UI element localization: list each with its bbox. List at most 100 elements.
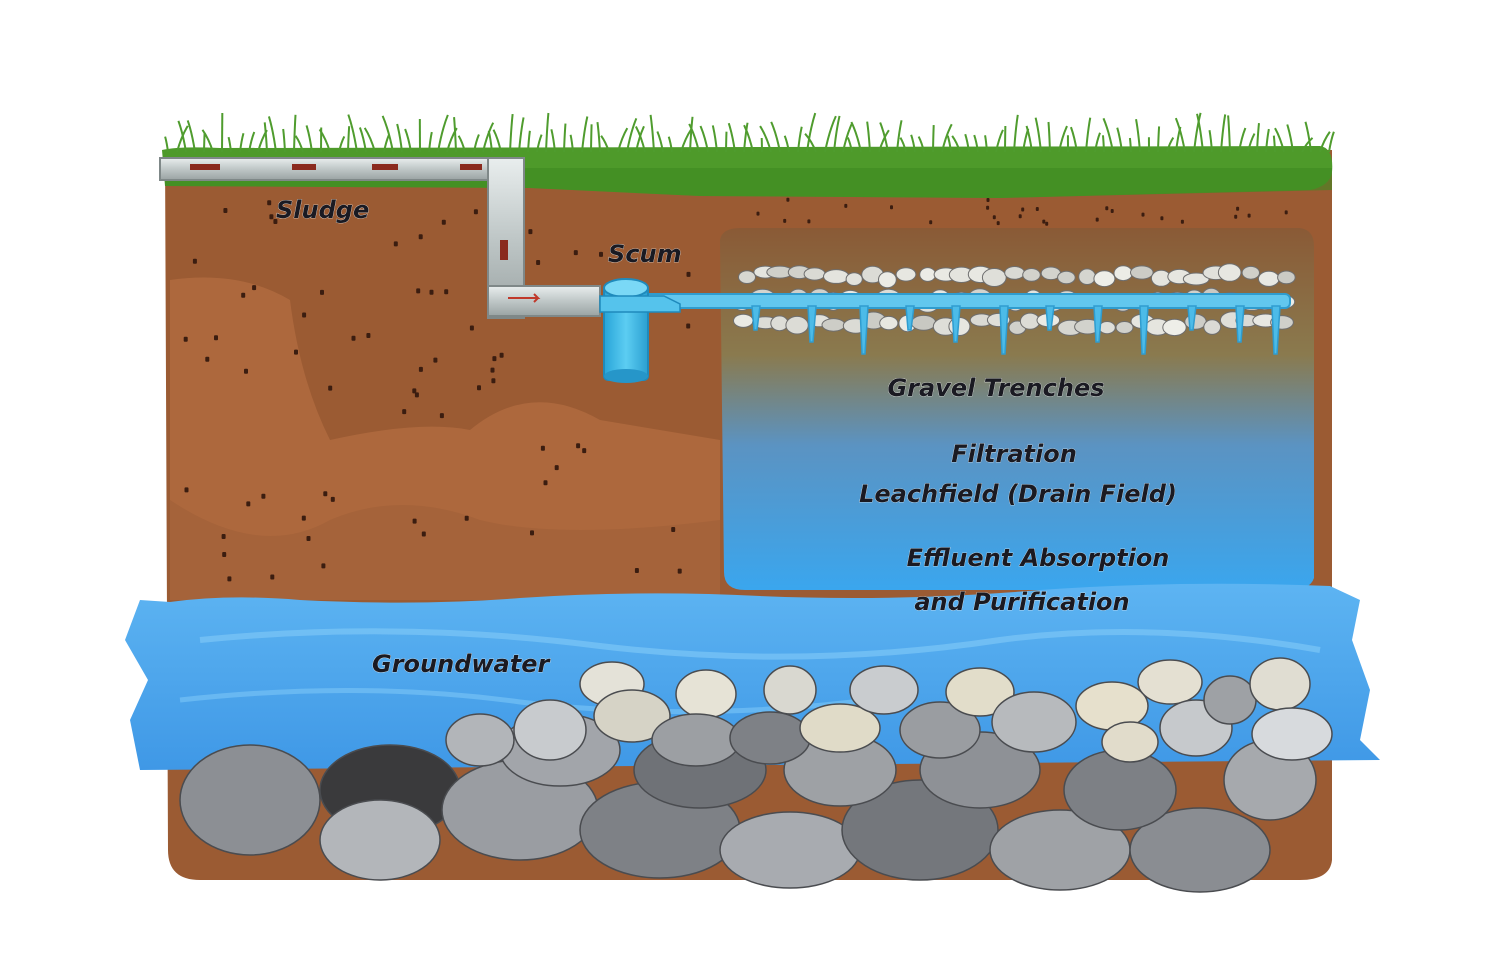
grass-blade: [1304, 121, 1312, 153]
grass-blade: [473, 134, 480, 153]
soil-speckle: [246, 501, 251, 507]
soil-speckle: [573, 250, 578, 256]
rock: [729, 711, 811, 765]
grass-blade: [227, 136, 232, 153]
grass-blade: [1247, 133, 1256, 153]
grass-blade: [951, 135, 961, 153]
grass-blade: [1319, 131, 1331, 153]
soil-speckle: [477, 385, 481, 391]
grass-blade: [846, 137, 853, 153]
gravel-stone: [1130, 265, 1154, 280]
grass-blade: [1116, 127, 1123, 153]
lateral-pipe: [807, 305, 817, 343]
lateral-pipe: [1235, 305, 1245, 343]
grass-blade: [1238, 127, 1247, 153]
soil-speckle: [626, 255, 631, 261]
soil-speckle: [214, 335, 218, 341]
soil-speckle: [330, 496, 335, 502]
soil-speckle: [418, 234, 423, 240]
grass-blade: [590, 124, 593, 153]
gravel-stone: [1022, 268, 1041, 282]
rock: [799, 703, 881, 753]
soil-speckle: [252, 285, 257, 291]
gravel-stone: [821, 318, 846, 332]
grass-blade: [1047, 121, 1051, 153]
soil-speckle: [490, 367, 495, 373]
grass-blade: [581, 116, 589, 153]
soil-speckle: [1110, 209, 1114, 213]
grass-strip: [162, 112, 1335, 198]
soil-speckle: [183, 336, 188, 342]
soil-speckle: [414, 392, 419, 398]
soil-speckle: [439, 413, 444, 419]
grass-blade: [550, 129, 556, 153]
grass-blade: [1070, 126, 1078, 153]
grass-blade: [1101, 135, 1105, 153]
soil-speckle: [441, 219, 446, 225]
grass-blade: [492, 129, 502, 153]
soil-speckle: [444, 289, 449, 295]
grass-blade: [917, 136, 925, 153]
grass-blade: [318, 128, 331, 153]
grass-blade: [305, 125, 313, 153]
rock: [1129, 807, 1271, 893]
grass-blade: [759, 125, 772, 153]
soil-speckle: [783, 218, 787, 223]
grass-blade: [293, 114, 297, 153]
rock: [1249, 657, 1311, 711]
gravel-stone: [919, 267, 937, 282]
gravel-stone: [1241, 265, 1261, 280]
grass-blade: [569, 134, 574, 153]
soil-speckle: [184, 487, 189, 493]
grass-blade: [711, 125, 718, 153]
leachfield-area: [720, 228, 1314, 590]
rock: [1101, 721, 1159, 763]
grass-blade: [1128, 137, 1132, 153]
grass-blade: [1301, 137, 1314, 153]
soil-speckle: [530, 530, 534, 536]
soil-speckle: [302, 312, 307, 318]
grass-blade: [1157, 126, 1161, 153]
gravel-stone: [1184, 313, 1207, 330]
soil-speckle: [261, 493, 266, 499]
grass-blade: [1058, 125, 1068, 153]
gravel-stone: [1004, 266, 1025, 280]
rock: [651, 713, 741, 767]
grass-blade: [824, 115, 837, 153]
grass-blade: [282, 128, 286, 153]
grass-blade: [932, 125, 935, 153]
gravel-stone: [1078, 268, 1096, 286]
soil-speckle: [429, 289, 434, 295]
lateral-pipe: [905, 305, 915, 331]
gravel-stone: [910, 314, 937, 331]
grass-blade: [363, 127, 376, 153]
soil-speckle: [686, 323, 691, 329]
grass-blade: [186, 120, 196, 153]
soil-speckle: [267, 200, 272, 206]
grass-blade: [1174, 117, 1186, 153]
gravel-stone: [895, 267, 917, 282]
grass-blade: [635, 125, 645, 153]
grass-blade: [1025, 125, 1033, 153]
rock: [1203, 675, 1257, 725]
grass-blade: [1272, 135, 1276, 153]
gravel-stone: [879, 315, 899, 331]
grass-blade: [743, 124, 754, 153]
gravel-stone: [1115, 321, 1134, 334]
soil-speckle: [492, 356, 497, 362]
grass-blade: [649, 114, 655, 153]
grass-blade: [1013, 114, 1019, 153]
soil-speckle: [528, 229, 533, 235]
grass-blade: [743, 122, 749, 153]
grass-blade: [338, 135, 346, 153]
rock: [593, 689, 671, 743]
grass-blade: [1328, 131, 1335, 153]
rock: [763, 665, 817, 715]
soil-speckle: [844, 203, 848, 208]
soil-speckle: [786, 197, 790, 202]
soil-speckle: [992, 215, 996, 220]
soil-speckle: [807, 219, 811, 224]
grass-blade: [248, 131, 256, 153]
grass-blade: [1102, 117, 1114, 153]
gravel-stone: [981, 268, 1007, 287]
